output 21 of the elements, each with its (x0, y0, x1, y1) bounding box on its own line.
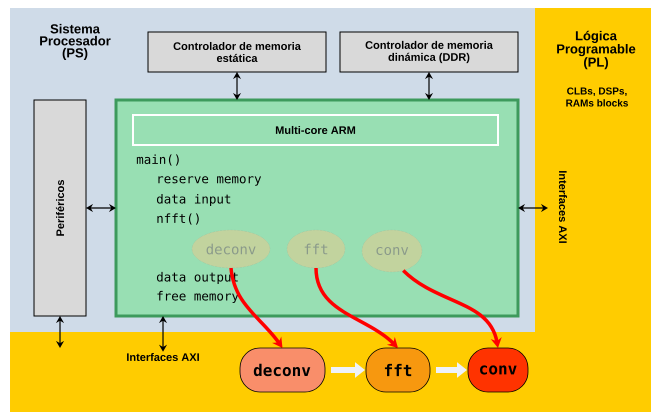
box-label: deconv (206, 244, 256, 254)
code-line: free memory (157, 290, 238, 304)
box-label: Controlador de memoria dinámica (DDR) (366, 40, 493, 64)
arrow (314, 268, 398, 348)
region-title: Lógica Programable (PL) (557, 30, 636, 70)
box-label: fft (384, 364, 412, 376)
box-label: Multi-core ARM (276, 126, 356, 134)
box-label: conv (480, 365, 517, 375)
code-line: reserve memory (158, 176, 262, 186)
region-title: Sistema Procesador (PS) (40, 24, 111, 60)
interface-label: Interfaces AXI (127, 352, 199, 362)
box-label: fft (304, 244, 328, 254)
box-label: Controlador de memoria estática (174, 42, 301, 62)
region-note: CLBs, DSPs, RAMs blocks (566, 87, 628, 107)
code-line: nfft() (157, 213, 199, 225)
code-line: main() (136, 154, 179, 166)
interface-label: Interfaces AXI (558, 171, 568, 243)
box-label: conv (376, 246, 408, 256)
box-label: Periféricos (56, 180, 64, 236)
box-label: deconv (254, 364, 310, 376)
code-line: data input (156, 194, 230, 206)
